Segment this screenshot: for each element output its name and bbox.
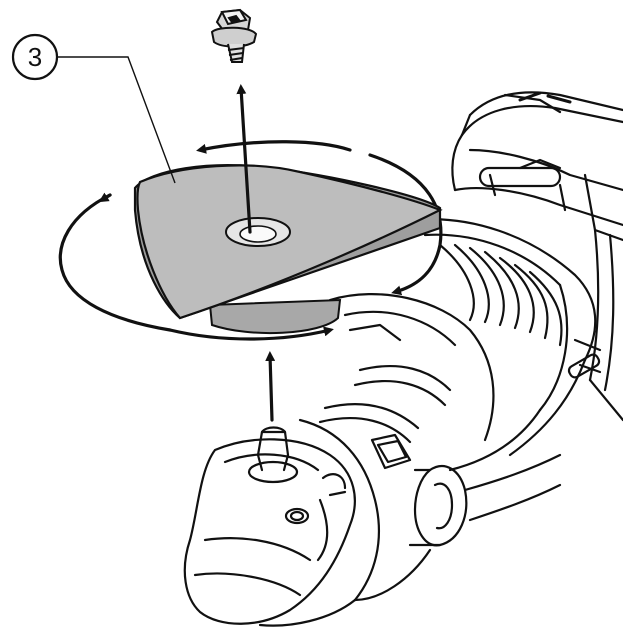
callout-number: 3 [28,42,42,72]
triangular-sanding-pad [135,165,440,333]
spindle [258,432,288,455]
screw-icon [212,10,256,62]
callout: 3 [13,35,175,183]
leader-line [57,57,175,183]
